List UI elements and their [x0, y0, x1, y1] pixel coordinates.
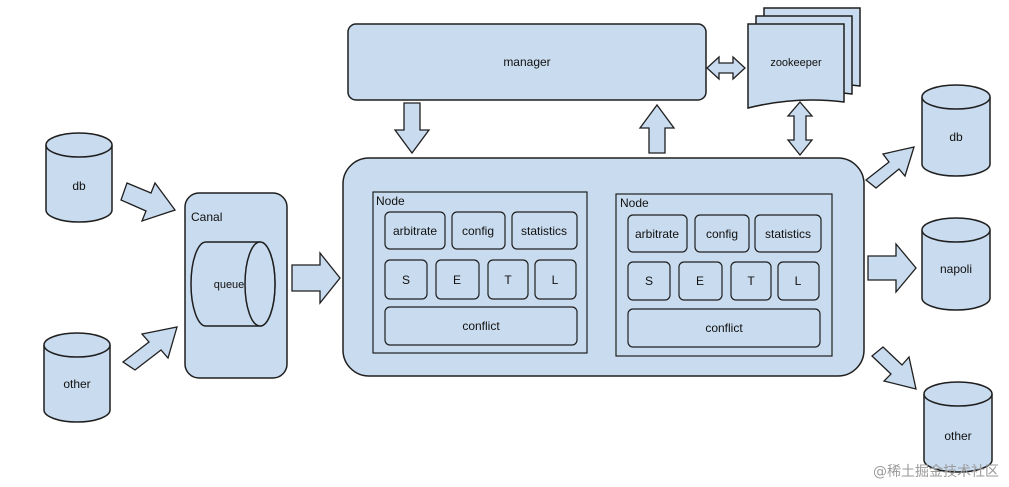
node-panel-1: Node arbitrate config statistics S E T L…: [372, 191, 588, 354]
box-label: S: [402, 273, 410, 287]
stage-t-box: T: [487, 259, 529, 300]
zookeeper-label: zookeeper: [770, 57, 822, 69]
stage-s-box: S: [627, 261, 671, 301]
box-label: statistics: [521, 224, 567, 238]
canal-label: Canal: [191, 210, 222, 224]
zookeeper-stack: zookeeper: [747, 7, 861, 109]
queue-cylinder: queue: [190, 241, 276, 327]
config-box: config: [451, 211, 506, 250]
box-label: arbitrate: [635, 227, 679, 241]
config-box: config: [694, 214, 750, 253]
box-label: arbitrate: [393, 224, 437, 238]
target-db-label: db: [949, 130, 963, 144]
source-other-cylinder: other: [43, 332, 111, 423]
stage-e-box: E: [678, 261, 723, 301]
node-1-title: Node: [376, 194, 405, 208]
target-other-label: other: [944, 429, 971, 443]
box-label: conflict: [705, 321, 743, 335]
other-to-canal-arrow: [121, 326, 178, 371]
box-label: config: [462, 224, 494, 238]
stage-l-box: L: [534, 259, 577, 300]
box-label: L: [795, 274, 802, 288]
target-db-cylinder: db: [921, 84, 991, 177]
statistics-box: statistics: [511, 211, 578, 250]
box-label: L: [552, 273, 559, 287]
stage-t-box: T: [730, 261, 772, 301]
canal-to-main-arrow: [291, 251, 341, 305]
source-db-cylinder: db: [45, 132, 113, 223]
conflict-box: conflict: [384, 306, 578, 346]
box-label: config: [706, 227, 738, 241]
node-panel-2: Node arbitrate config statistics S E T L…: [615, 193, 833, 357]
zookeeper-main-arrow: [786, 101, 814, 157]
main-to-napoli-arrow: [867, 242, 917, 294]
main-to-other-arrow: [871, 346, 917, 390]
stage-l-box: L: [777, 261, 820, 301]
db-to-canal-arrow: [120, 181, 177, 223]
main-to-db-arrow: [864, 146, 915, 189]
box-label: E: [453, 273, 461, 287]
node-2-title: Node: [620, 196, 649, 210]
arbitrate-box: arbitrate: [384, 211, 446, 250]
manager-to-main-arrow: [393, 102, 431, 155]
target-other-cylinder: other: [923, 381, 993, 473]
stage-s-box: S: [384, 259, 428, 300]
box-label: S: [645, 274, 653, 288]
manager-label: manager: [503, 55, 550, 69]
stage-e-box: E: [435, 259, 480, 300]
manager-box: manager: [347, 23, 707, 101]
box-label: T: [747, 274, 755, 288]
queue-label: queue: [214, 279, 245, 291]
box-label: T: [504, 273, 512, 287]
conflict-box: conflict: [627, 308, 821, 348]
box-label: statistics: [765, 227, 811, 241]
box-label: conflict: [462, 319, 500, 333]
target-napoli-cylinder: napoli: [921, 217, 991, 311]
arbitrate-box: arbitrate: [627, 214, 688, 253]
manager-zookeeper-arrow: [706, 55, 746, 81]
target-napoli-label: napoli: [940, 262, 972, 276]
source-other-label: other: [63, 377, 90, 391]
statistics-box: statistics: [754, 214, 822, 253]
box-label: E: [696, 274, 704, 288]
main-to-manager-arrow: [638, 103, 676, 154]
source-db-label: db: [72, 179, 86, 193]
watermark-text: @稀土掘金技术社区: [873, 464, 999, 480]
